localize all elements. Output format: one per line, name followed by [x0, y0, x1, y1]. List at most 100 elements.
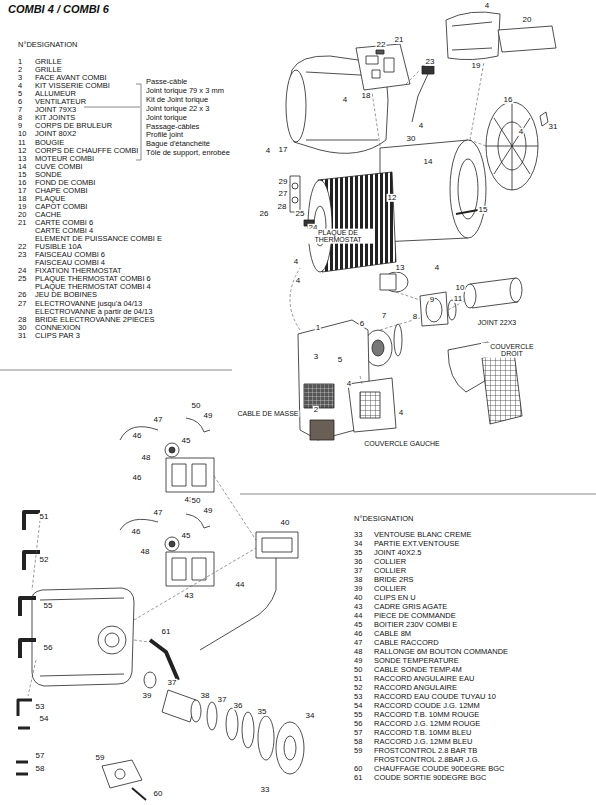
item-number: 10 — [18, 130, 26, 138]
item-name: GRILLE — [35, 66, 62, 74]
item-number: 5 — [18, 90, 22, 98]
callout-number: 43 — [184, 592, 195, 600]
item-number: 59 — [354, 747, 362, 755]
kit-item: Joint torique — [146, 114, 187, 122]
callout-number: 59 — [95, 754, 106, 762]
item-number: 60 — [354, 765, 362, 773]
part-label: CABLE DE MASSE — [236, 410, 299, 417]
callout-number: 5 — [337, 356, 343, 364]
item-name: FIXATION THERMOSTAT — [35, 267, 122, 275]
item-number: 21 — [18, 219, 26, 227]
item-name: PLAQUE THERMOSTAT COMBI 6 — [35, 275, 151, 283]
item-number: 34 — [354, 540, 362, 548]
item-number: 6 — [18, 98, 22, 106]
item-name: JEU DE BOBINES — [35, 291, 97, 299]
callout-number: 27 — [278, 190, 289, 198]
item-number: 40 — [354, 594, 362, 602]
callout-number: 33 — [260, 786, 271, 794]
item-number: 46 — [354, 630, 362, 638]
callout-number: 38 — [200, 692, 211, 700]
item-name: RACCORD EAU COUDE TUYAU 10 — [374, 693, 496, 701]
kit-item: Tôle de support, enrobée — [146, 149, 230, 157]
callout-number: 6 — [359, 320, 365, 328]
item-name: RALLONGE 6M BOUTON COMMANDE — [374, 648, 508, 656]
item-name: COUDE SORTIE 90DEGRE BGC — [374, 774, 486, 782]
item-name: RACCORD J.G. 12MM BLEU — [374, 738, 472, 746]
callout-number: 23 — [425, 58, 436, 66]
callout-number: 47 — [153, 509, 164, 517]
callout-number: 34 — [305, 712, 316, 720]
callout-number: 47 — [153, 416, 164, 424]
callout-number: 37 — [167, 679, 178, 687]
item-number: 22 — [18, 243, 26, 251]
item-name: RACCORD ANGULAIRE EAU — [374, 675, 474, 683]
callout-number: 10 — [455, 284, 466, 292]
item-number: 52 — [354, 684, 362, 692]
item-name: FROSTCONTROL 2.8 BAR TB — [374, 747, 477, 755]
item-number: 13 — [18, 155, 26, 163]
item-number: 15 — [18, 171, 26, 179]
item-name: RACCORD COUDE J.G. 12MM — [374, 702, 480, 710]
callout-number: 12 — [387, 194, 398, 202]
callout-number: 26 — [259, 210, 270, 218]
diagram-title: COMBI 4 / COMBI 6 — [8, 4, 109, 16]
item-number: 48 — [354, 648, 362, 656]
callout-number: 29 — [278, 178, 289, 186]
callout-number: 15 — [478, 206, 489, 214]
item-name: CORPS DE BRULEUR — [35, 122, 112, 130]
item-number: 30 — [18, 324, 26, 332]
kit-item: Bague d'étanchéité — [146, 140, 210, 148]
callout-number: 45 — [181, 437, 192, 445]
callout-number: 31 — [548, 123, 559, 131]
item-number: 43 — [354, 603, 362, 611]
item-number: 14 — [18, 163, 26, 171]
item-name: RACCORD T.B. 10MM ROUGE — [374, 711, 479, 719]
item-name: CORPS DE CHAUFFE COMBI — [35, 147, 138, 155]
item-number: 45 — [354, 621, 362, 629]
item-number: 61 — [354, 774, 362, 782]
callout-number: 49 — [203, 412, 214, 420]
callout-number: 46 — [132, 432, 143, 440]
item-number: 28 — [18, 316, 26, 324]
item-number: 50 — [354, 666, 362, 674]
item-name: JOINT 79X3 — [35, 106, 76, 114]
item-number: 2 — [18, 66, 22, 74]
callout-number: 56 — [43, 644, 54, 652]
callout-number: 51 — [39, 513, 50, 521]
item-name: CHAPE COMBI — [35, 187, 88, 195]
callout-number: 52 — [39, 556, 50, 564]
item-name: RACCORD T.B. 10MM BLEU — [374, 729, 471, 737]
item-name: PLAQUE — [35, 195, 65, 203]
item-name: FAISCEAU COMBI 4 — [35, 259, 105, 267]
callout-number: 28 — [277, 203, 288, 211]
item-number: 33 — [354, 531, 362, 539]
callout-number: 8 — [412, 313, 418, 321]
callout-number: 54 — [39, 715, 50, 723]
callout-number: 49 — [203, 507, 214, 515]
item-number: 12 — [18, 147, 26, 155]
callout-number: 25 — [295, 210, 306, 218]
callout-number: 37 — [217, 696, 228, 704]
item-number: 11 — [18, 139, 26, 147]
callout-number: 48 — [140, 548, 151, 556]
callout-number: 45 — [181, 532, 192, 540]
item-name: COLLIER — [374, 567, 406, 575]
callout-number: 46 — [132, 474, 143, 482]
item-name: SONDE TEMPERATURE — [374, 657, 459, 665]
item-number: 57 — [354, 729, 362, 737]
callout-number: 21 — [394, 36, 405, 44]
item-name: BOUGIE — [35, 139, 64, 147]
callout-number: 58 — [35, 765, 46, 773]
callout-number: 4 — [434, 264, 440, 272]
item-number: 8 — [18, 114, 22, 122]
callout-number: 4 — [265, 147, 271, 155]
kit-item: Passage-câbles — [146, 123, 199, 131]
item-name: VENTOUSE BLANC CREME — [374, 531, 471, 539]
callout-number: 7 — [381, 312, 387, 320]
callout-number: 36 — [233, 702, 244, 710]
callout-number: 44 — [235, 581, 246, 589]
item-number: 26 — [18, 291, 26, 299]
callout-number: 17 — [278, 146, 289, 154]
callout-number: 39 — [142, 692, 153, 700]
